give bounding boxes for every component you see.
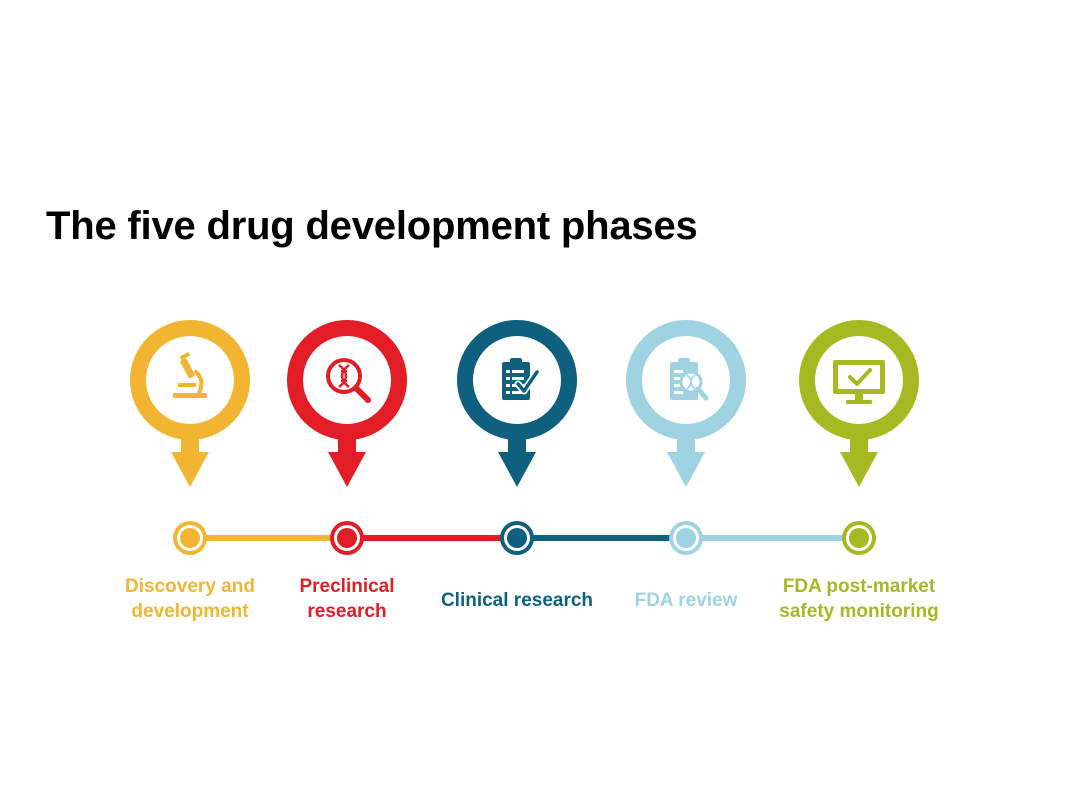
phase-label-fda-review: FDA review <box>586 588 786 613</box>
phase-label-line: safety monitoring <box>779 601 939 622</box>
timeline-node-fda-review <box>669 521 703 555</box>
arrow-down-icon <box>328 452 366 487</box>
phase-pin-fda-review <box>626 320 746 487</box>
timeline-node-preclinical <box>330 521 364 555</box>
phase-label-line: FDA post-market <box>782 576 936 597</box>
phase-label-line: FDA review <box>634 590 738 611</box>
phase-label-discovery: Discovery and development <box>90 574 290 624</box>
microscope-icon <box>173 352 207 398</box>
phase-label-line: development <box>131 601 249 622</box>
phase-label-post-market: FDA post-market safety monitoring <box>759 574 959 624</box>
monitor-check-icon <box>833 360 885 404</box>
page-title: The five drug development phases <box>46 204 698 248</box>
timeline-node-clinical <box>500 521 534 555</box>
phase-pin-post-market <box>799 320 919 487</box>
phase-label-line: Clinical research <box>440 590 594 611</box>
phase-pin-preclinical <box>287 320 407 487</box>
arrow-down-icon <box>498 452 536 487</box>
phase-label-line: Preclinical <box>299 576 395 597</box>
phase-label-line: Discovery and <box>125 576 255 597</box>
phase-label-clinical: Clinical research <box>417 588 617 613</box>
arrow-down-icon <box>171 452 209 487</box>
timeline-nodes <box>173 521 876 555</box>
clipboard-search-icon <box>670 358 709 401</box>
phase-pin-discovery <box>130 320 250 487</box>
phase-pin-clinical <box>457 320 577 487</box>
phase-label-preclinical: Preclinical research <box>247 574 447 624</box>
arrow-down-icon <box>667 452 705 487</box>
timeline-node-discovery <box>173 521 207 555</box>
timeline-node-post-market <box>842 521 876 555</box>
arrow-down-icon <box>840 452 878 487</box>
dna-magnifier-icon <box>326 358 371 403</box>
phase-pins <box>130 320 919 487</box>
phase-label-line: research <box>307 601 387 622</box>
clipboard-check-icon <box>502 358 541 400</box>
